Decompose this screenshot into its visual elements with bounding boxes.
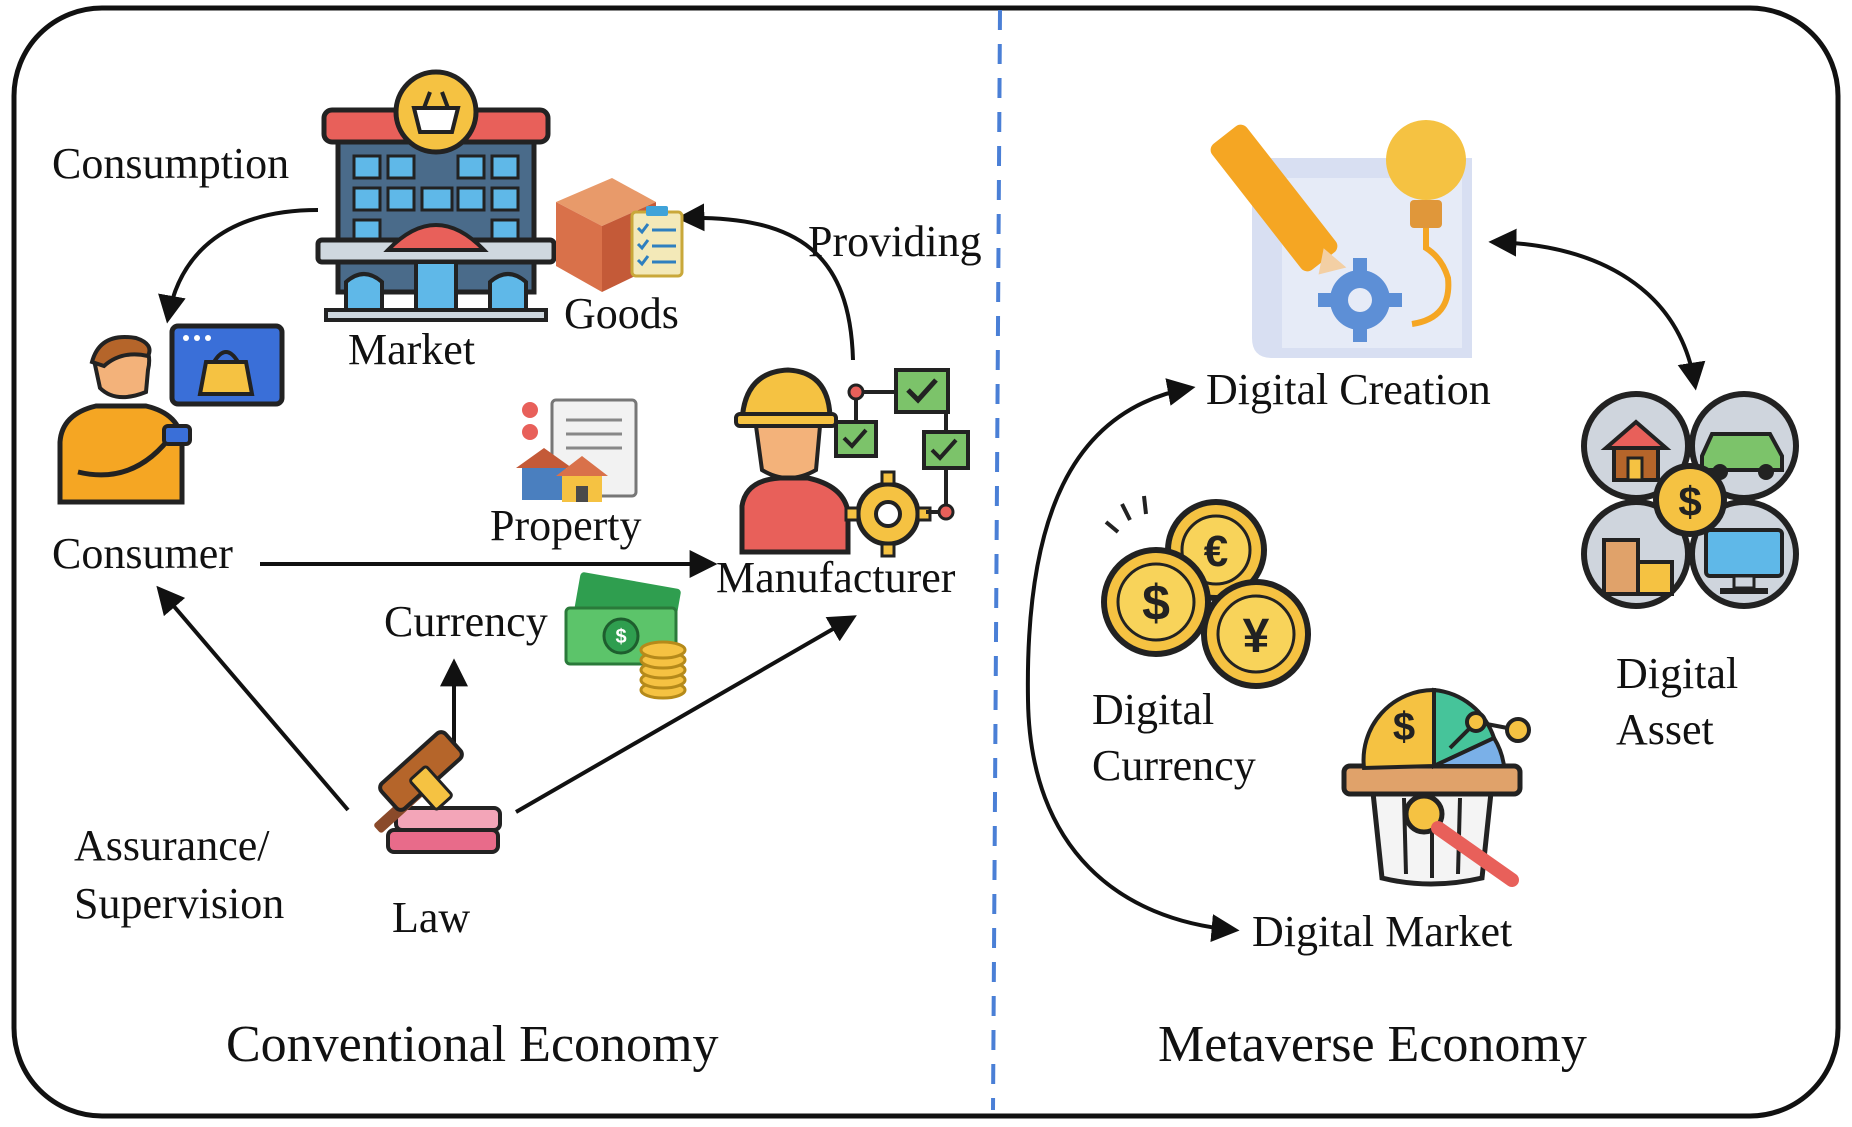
label-goods: Goods xyxy=(564,289,679,338)
label-consumption: Consumption xyxy=(52,139,290,188)
arrow-creation-market-cycle xyxy=(1025,378,1240,942)
section-divider xyxy=(991,9,1002,1111)
label-currency: Currency xyxy=(384,597,548,646)
digital-market-basket-icon: $ xyxy=(1341,687,1531,887)
consumer-shopping-icon xyxy=(57,323,285,505)
label-digital-currency-2: Currency xyxy=(1092,741,1256,790)
label-digital-asset-2: Asset xyxy=(1616,705,1714,754)
label-manufacturer: Manufacturer xyxy=(716,553,956,602)
section-title-conventional: Conventional Economy xyxy=(226,1016,719,1073)
svg-text:¥: ¥ xyxy=(1243,610,1270,663)
arrow-providing xyxy=(676,203,855,361)
currency-coins-icon: € $ ¥ xyxy=(1101,495,1311,689)
cash-coins-icon: $ xyxy=(564,572,687,700)
label-law: Law xyxy=(392,893,471,942)
manufacturer-worker-icon xyxy=(734,367,970,558)
goods-box-icon xyxy=(556,178,684,292)
label-consumer: Consumer xyxy=(52,529,233,578)
label-digital-asset-1: Digital xyxy=(1616,649,1739,698)
gavel-books-icon xyxy=(374,730,502,854)
label-market: Market xyxy=(348,325,476,374)
arrow-law-to-manufacturer xyxy=(514,615,857,814)
market-building-icon xyxy=(315,69,557,322)
property-document-icon xyxy=(516,398,638,502)
outer-frame xyxy=(11,5,1841,1119)
section-title-metaverse: Metaverse Economy xyxy=(1158,1016,1587,1073)
label-property: Property xyxy=(490,501,642,550)
arrow-consumption xyxy=(158,208,319,324)
label-assurance: Assurance/ xyxy=(74,821,270,870)
label-digital-creation: Digital Creation xyxy=(1206,365,1491,414)
digital-asset-circles-icon: $ xyxy=(1581,391,1799,609)
creation-pencil-bulb-icon xyxy=(1210,120,1472,358)
label-digital-market: Digital Market xyxy=(1252,907,1513,956)
svg-text:$: $ xyxy=(1142,575,1170,631)
label-supervision: Supervision xyxy=(74,879,285,928)
label-providing: Providing xyxy=(808,217,982,266)
label-digital-currency-1: Digital xyxy=(1092,685,1215,734)
svg-text:$: $ xyxy=(1393,705,1415,749)
svg-text:$: $ xyxy=(1678,478,1701,525)
arrow-creation-asset xyxy=(1488,228,1706,391)
svg-text:$: $ xyxy=(615,626,626,648)
arrow-law-to-consumer xyxy=(156,585,350,812)
svg-text:€: € xyxy=(1204,527,1228,576)
